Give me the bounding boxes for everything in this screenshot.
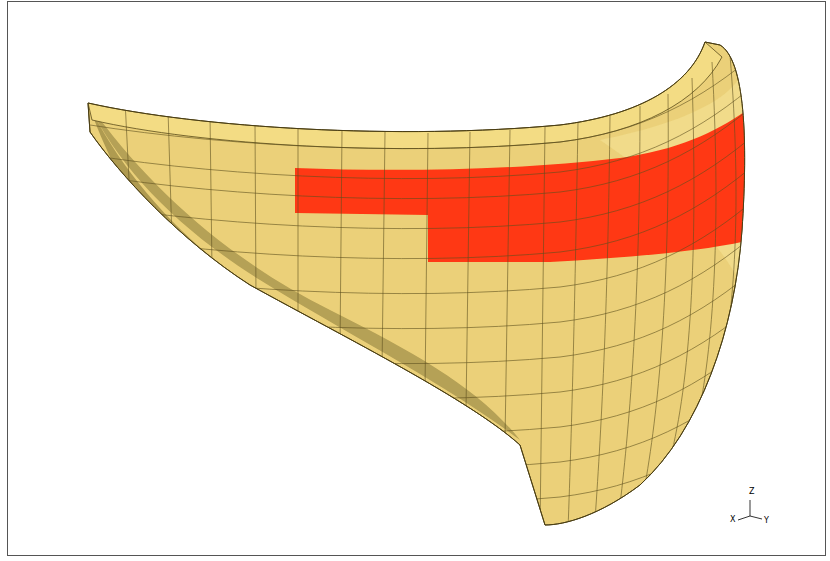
axis-label: Z bbox=[749, 488, 754, 496]
axis-label: Y bbox=[764, 517, 769, 525]
shell-surface bbox=[88, 42, 745, 525]
frame bbox=[8, 2, 826, 556]
axis-triad bbox=[738, 500, 762, 520]
axis-label: X bbox=[730, 516, 735, 524]
